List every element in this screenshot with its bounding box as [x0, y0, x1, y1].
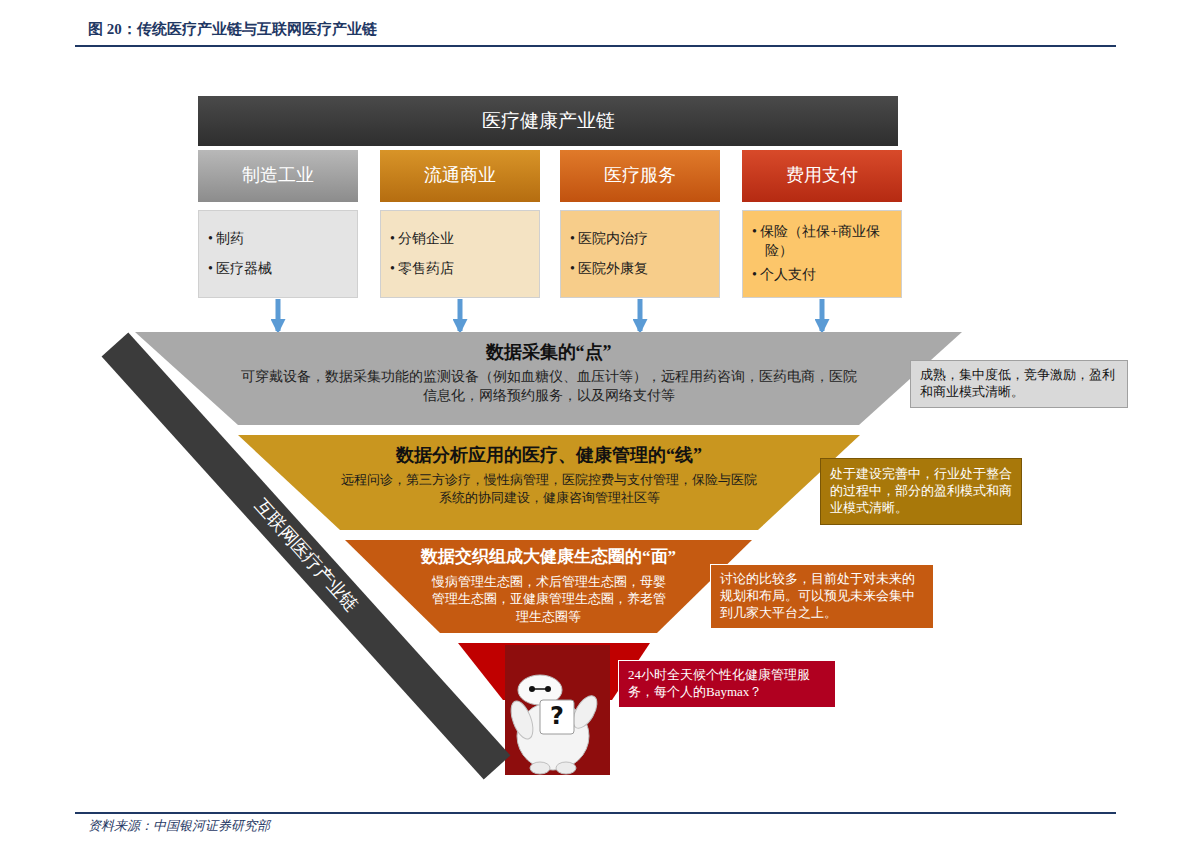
- callout-box: 24小时全天候个性化健康管理服务，每个人的Baymax？: [618, 660, 836, 708]
- sign-symbol: ?: [541, 702, 573, 731]
- callout-box: 处于建设完善中，行业处于整合的过程中，部分的盈利模式和商业模式清晰。: [820, 458, 1022, 525]
- layer-body: 远程问诊，第三方诊疗，慢性病管理，医院控费与支付管理，保险与医院系统的协同建设，…: [238, 471, 860, 506]
- box-label: 流通商业: [386, 164, 534, 187]
- category-header: 医疗服务: [560, 150, 720, 202]
- flow-arrow: [458, 299, 463, 331]
- chain-banner: 医疗健康产业链: [198, 96, 898, 146]
- flow-arrow: [820, 299, 825, 331]
- list-item: • 分销企业: [390, 230, 530, 248]
- layer-heading: 数据交织组成大健康生态圈的“面”: [345, 546, 752, 569]
- category-list: • 医院内治疗 • 医院外康复: [560, 210, 720, 298]
- callout-box: 讨论的比较多，目前处于对未来的规划和布局。可以预见未来会集中到几家大平台之上。: [710, 564, 934, 629]
- category-header: 制造工业: [198, 150, 358, 202]
- category-header: 费用支付: [742, 150, 902, 202]
- funnel-layer: 数据采集的“点” 可穿戴设备，数据采集功能的监测设备（例如血糖仪、血压计等），远程…: [135, 332, 962, 425]
- layer-body: 慢病管理生态圈，术后管理生态圈，母婴管理生态圈，亚健康管理生态圈，养老管理生态圈…: [345, 573, 752, 626]
- list-item: • 医疗器械: [208, 260, 348, 278]
- list-item: • 制药: [208, 230, 348, 248]
- baymax-illustration: [505, 645, 610, 775]
- box-label: 医疗服务: [566, 164, 714, 187]
- layer-body: 可穿戴设备，数据采集功能的监测设备（例如血糖仪、血压计等），远程用药咨询，医药电…: [135, 368, 962, 404]
- list-item: • 零售药店: [390, 260, 530, 278]
- title-rule: [75, 45, 1116, 47]
- figure-title: 图 20：传统医疗产业链与互联网医疗产业链: [88, 20, 377, 39]
- layer-heading: 数据分析应用的医疗、健康管理的“线”: [238, 443, 860, 467]
- caption-rule: [75, 812, 1116, 814]
- category-list: • 保险（社保+商业保险） • 个人支付: [742, 210, 902, 298]
- box-label: 费用支付: [748, 164, 896, 187]
- funnel-layer: 数据交织组成大健康生态圈的“面” 慢病管理生态圈，术后管理生态圈，母婴管理生态圈，…: [345, 540, 752, 633]
- category-list: • 制药 • 医疗器械: [198, 210, 358, 298]
- callout-text: 讨论的比较多，目前处于对未来的规划和布局。可以预见未来会集中到几家大平台之上。: [720, 571, 924, 622]
- flow-arrow: [276, 299, 281, 331]
- layer-heading: 数据采集的“点”: [135, 340, 962, 364]
- list-item: • 医院内治疗: [570, 230, 710, 248]
- callout-text: 24小时全天候个性化健康管理服务，每个人的Baymax？: [628, 667, 826, 701]
- callout-box: 成熟，集中度低，竞争激励，盈利和商业模式清晰。: [910, 360, 1128, 408]
- flow-arrow: [638, 299, 643, 331]
- list-item: • 保险（社保+商业保险）: [752, 223, 892, 259]
- funnel-layer: 数据分析应用的医疗、健康管理的“线” 远程问诊，第三方诊疗，慢性病管理，医院控费与…: [238, 435, 860, 530]
- callout-text: 处于建设完善中，行业处于整合的过程中，部分的盈利模式和商业模式清晰。: [830, 466, 1012, 517]
- box-label: 医疗健康产业链: [204, 109, 892, 134]
- list-item: • 医院外康复: [570, 260, 710, 278]
- box-label: 制造工业: [204, 164, 352, 187]
- category-list: • 分销企业 • 零售药店: [380, 210, 540, 298]
- figure-caption: 资料来源：中国银河证券研究部: [88, 817, 270, 835]
- callout-text: 成熟，集中度低，竞争激励，盈利和商业模式清晰。: [920, 367, 1118, 401]
- category-header: 流通商业: [380, 150, 540, 202]
- list-item: • 个人支付: [752, 266, 892, 284]
